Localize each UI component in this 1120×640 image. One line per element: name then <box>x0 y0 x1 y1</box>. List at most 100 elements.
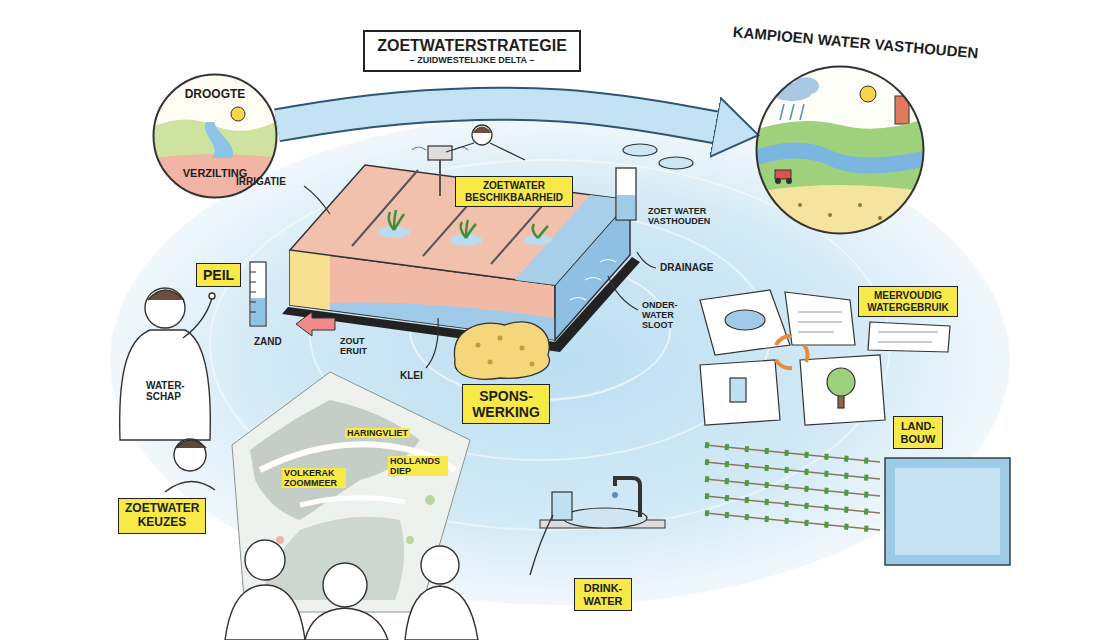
delta-map <box>425 495 435 505</box>
level-gauge <box>250 262 266 326</box>
node-text: ZOETWATERSTRATEGIE <box>377 36 567 55</box>
drinking-water <box>552 492 572 520</box>
part-label: ZAND <box>254 336 282 347</box>
retention-circle: KAMPIOEN WATER VASTHOUDEN <box>755 65 925 235</box>
part-label: ZOUT ERUIT <box>340 336 384 356</box>
retention-landscape <box>798 203 802 207</box>
leader-lines <box>637 252 656 268</box>
petri-dishes <box>623 144 657 156</box>
retention-landscape <box>860 86 876 102</box>
delta-map <box>406 536 414 544</box>
drought-landscape <box>205 122 233 158</box>
people <box>120 288 478 640</box>
sponge <box>476 343 481 348</box>
soil-block <box>352 170 418 246</box>
person-top <box>446 143 525 160</box>
multi-use-tiles <box>785 292 855 345</box>
people <box>165 481 215 492</box>
multi-use-tiles <box>730 378 746 402</box>
sponge <box>454 322 549 379</box>
sprinkler <box>439 160 441 196</box>
retention-landscape <box>858 203 862 207</box>
retention-landscape <box>755 143 927 174</box>
water-gauge <box>616 168 636 220</box>
farmland <box>705 445 880 530</box>
leader-lines <box>304 186 330 214</box>
farmland <box>895 468 1000 555</box>
person-top <box>472 125 492 145</box>
soil-block <box>290 250 330 310</box>
node-text: – ZUIDWESTELIJKE DELTA – <box>377 55 567 66</box>
people <box>145 288 185 328</box>
retention-landscape <box>775 170 791 179</box>
sponge <box>488 360 493 365</box>
drinking-water <box>563 508 647 528</box>
delta-map <box>232 372 470 612</box>
multi-use-tiles <box>868 322 950 352</box>
part-label: ONDER- WATER SLOOT <box>642 300 688 330</box>
part-label: KLEI <box>400 370 423 381</box>
highlight-box: MEERVOUDIG WATERGEBRUIK <box>858 286 958 317</box>
retention-landscape <box>755 185 927 240</box>
people <box>120 330 211 440</box>
flow-arrow-body <box>277 104 715 128</box>
node-text: ZOETWATER KEUZES <box>125 502 199 530</box>
person-top <box>472 127 492 134</box>
people <box>245 540 285 580</box>
people <box>421 546 459 584</box>
map-label: VOLKERAK ZOOMMEER <box>282 468 346 488</box>
person-top <box>446 125 525 160</box>
multi-use-tiles <box>800 355 885 425</box>
petri-dishes <box>623 144 693 169</box>
drinking-water <box>612 492 618 498</box>
circle-outline <box>757 67 924 234</box>
farmland <box>705 445 1010 565</box>
leader-lines <box>304 186 656 368</box>
multi-use-tiles <box>700 290 950 425</box>
title-box: ZOETWATERSTRATEGIE– ZUIDWESTELIJKE DELTA… <box>363 30 581 72</box>
people <box>323 563 367 607</box>
part-label: WATER- SCHAP <box>146 380 190 402</box>
retention-landscape <box>780 104 804 120</box>
delta-map <box>300 498 405 505</box>
drinking-water <box>530 478 665 575</box>
retention-landscape <box>828 213 832 217</box>
node-text: SPONS- WERKING <box>469 388 543 420</box>
node-text: DRINK- WATER <box>581 582 625 607</box>
retention-landscape <box>878 216 882 220</box>
sponge <box>530 362 535 367</box>
retention-landscape <box>786 178 792 184</box>
multi-use-tiles <box>725 310 765 330</box>
soil-block <box>515 195 630 285</box>
retention-landscape <box>793 77 819 95</box>
circle-outline <box>755 65 925 235</box>
retention-landscape <box>755 64 927 240</box>
flow-arrow-outline <box>277 104 715 128</box>
highlight-box: DRINK- WATER <box>574 578 632 611</box>
highlight-box: ZOETWATER KEUZES <box>118 498 206 534</box>
farmland <box>885 458 1010 565</box>
water-gauge <box>617 195 635 219</box>
petri-dishes <box>659 157 693 169</box>
highlight-box: SPONS- WERKING <box>462 384 550 424</box>
map-label: HOLLANDS DIEP <box>388 456 448 476</box>
drinking-water <box>530 515 553 575</box>
multi-use-tiles <box>827 368 855 396</box>
node-text: DROOGTE <box>152 87 278 101</box>
map-label: HARINGVLIET <box>345 428 410 438</box>
people <box>209 293 215 299</box>
multi-use-tiles <box>700 360 780 425</box>
leader-lines <box>426 318 438 368</box>
soil-block <box>296 312 335 336</box>
node-text: PEIL <box>203 267 234 283</box>
soil-block <box>533 224 548 238</box>
part-label: DRAINAGE <box>660 262 713 273</box>
people <box>174 439 206 471</box>
people <box>148 290 184 300</box>
level-gauge <box>250 272 256 312</box>
farmland <box>705 445 880 530</box>
highlight-box: ZOETWATER BESCHIKBAARHEID <box>455 176 573 207</box>
multi-use-tiles <box>878 332 938 342</box>
